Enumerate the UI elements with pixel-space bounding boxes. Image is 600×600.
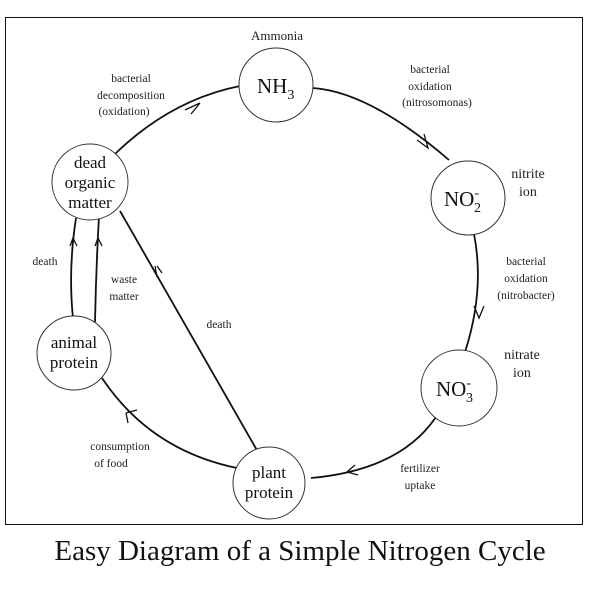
- animal-line1: animal: [51, 333, 98, 352]
- node-plant-protein: [232, 446, 306, 520]
- consumption-line1: consumption: [90, 441, 150, 453]
- nitrate-formula: NO-3: [436, 376, 473, 406]
- waste-line2: matter: [109, 291, 139, 303]
- edge-animal-death: [70, 217, 77, 319]
- arrow-animal-death: [69, 236, 78, 247]
- edge-consumption: [101, 377, 238, 469]
- arrow-nitrosomonas: [416, 133, 430, 150]
- edge-nitrobacter: [464, 233, 479, 353]
- arrow-consumption: [125, 409, 138, 424]
- dead-line3: matter: [68, 193, 112, 212]
- plant-death-label: death: [207, 319, 232, 331]
- node-dead-organic-matter: [51, 143, 129, 221]
- ammonia-formula: NH3: [257, 74, 294, 103]
- edge-decomposition: [113, 85, 241, 156]
- animal-death-label: death: [33, 256, 58, 268]
- edge-fertilizer: [310, 416, 437, 479]
- decomposition-line3: (oxidation): [98, 106, 149, 118]
- animal-line2: protein: [50, 353, 99, 372]
- nitrogen-cycle-diagram: Ammonia NH3 NO-2 nitrite ion NO-3 nitrat…: [33, 28, 555, 520]
- nitrate-label-line2: ion: [513, 366, 531, 381]
- fertilizer-line1: fertilizer: [400, 463, 440, 475]
- edge-waste: [94, 215, 100, 323]
- nitrosomonas-line2: oxidation: [408, 81, 452, 93]
- nitrite-label-line2: ion: [519, 185, 537, 200]
- plant-line1: plant: [252, 463, 286, 482]
- nitrobacter-line1: bacterial: [506, 256, 546, 268]
- diagram-frame: [5, 17, 583, 525]
- nitrosomonas-line1: bacterial: [410, 64, 450, 76]
- arrow-nitrobacter: [473, 305, 485, 320]
- node-nitrite: [430, 160, 506, 236]
- ammonia-label: Ammonia: [251, 28, 303, 43]
- node-animal-protein: [36, 315, 112, 391]
- dead-line1: dead: [74, 153, 107, 172]
- plant-line2: protein: [245, 483, 294, 502]
- node-ammonia: [238, 47, 314, 123]
- diagram-title: Easy Diagram of a Simple Nitrogen Cycle: [54, 535, 546, 567]
- arrow-plant-death: [154, 265, 163, 278]
- fertilizer-line2: uptake: [405, 480, 436, 492]
- decomposition-line2: decomposition: [97, 90, 165, 102]
- nitrite-formula: NO-2: [444, 186, 481, 216]
- arrow-fertilizer: [345, 464, 359, 476]
- nitrobacter-line3: (nitrobacter): [497, 290, 555, 302]
- consumption-line2: of food: [94, 458, 128, 470]
- waste-line1: waste: [111, 274, 137, 286]
- nitrobacter-line2: oxidation: [504, 273, 548, 285]
- arrow-waste: [94, 236, 103, 247]
- nitrite-label-line1: nitrite: [511, 167, 544, 182]
- nitrate-label-line1: nitrate: [504, 348, 540, 363]
- arrow-decomposition: [184, 102, 201, 115]
- decomposition-line1: bacterial: [111, 73, 151, 85]
- edge-plant-death: [119, 210, 259, 453]
- edge-nitrosomonas: [312, 87, 450, 161]
- nitrosomonas-line3: (nitrosomonas): [402, 97, 472, 109]
- node-nitrate: [420, 349, 498, 427]
- dead-line2: organic: [65, 173, 116, 192]
